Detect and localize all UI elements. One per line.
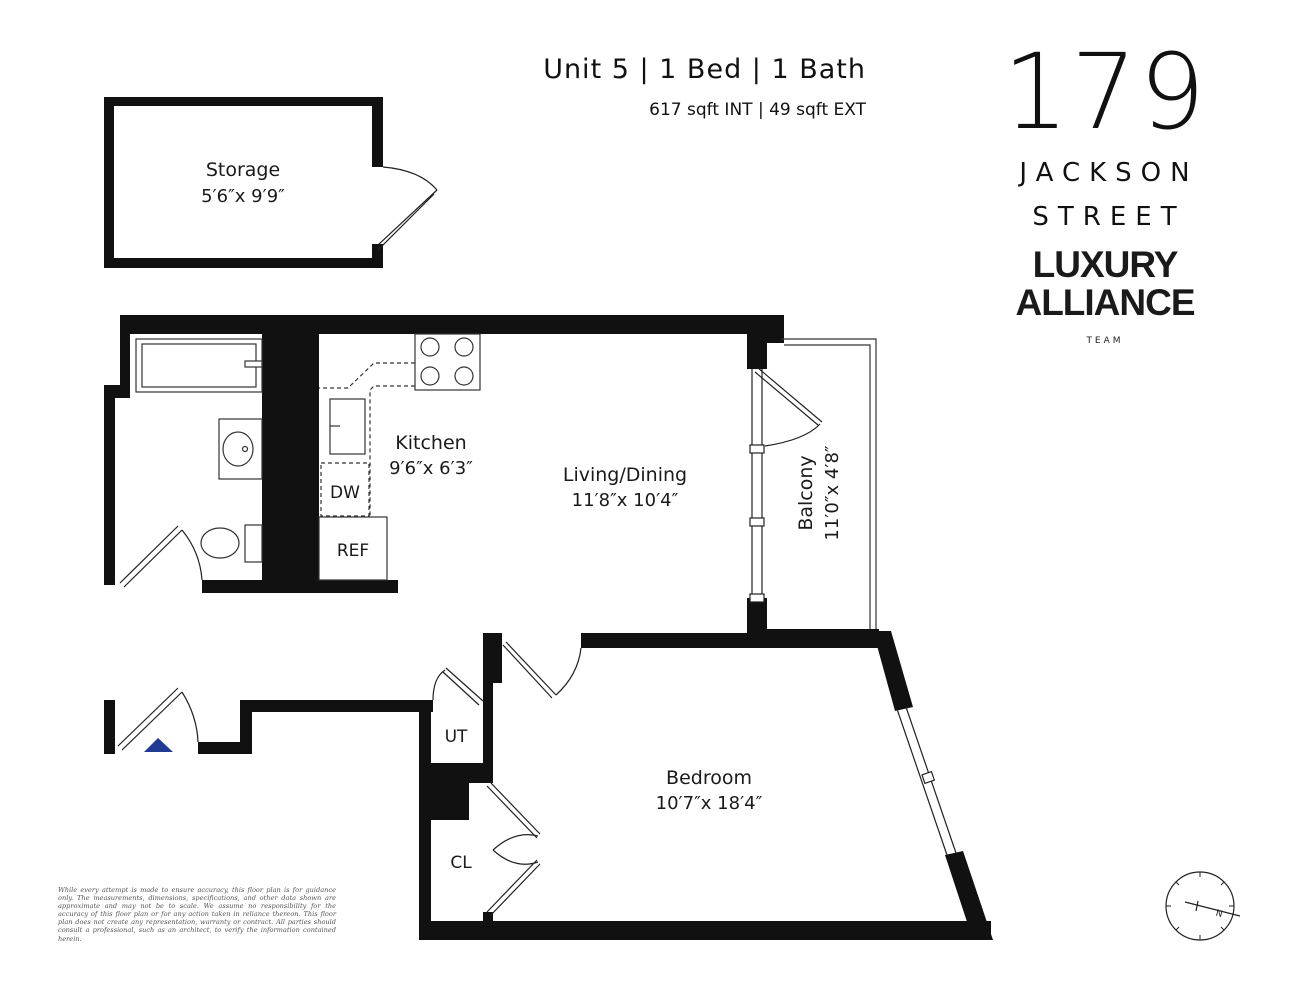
bedroom-label: Bedroom <box>666 767 752 789</box>
bathroom-fixtures <box>135 338 263 563</box>
wall <box>767 315 784 343</box>
wall <box>873 631 913 711</box>
storage-wall <box>372 244 383 268</box>
storage-dims: 5′6″x 9′9″ <box>201 186 285 207</box>
bedroom-window <box>896 706 957 856</box>
kitchen-fixtures <box>318 333 481 581</box>
living-label: Living/Dining <box>563 464 687 486</box>
wall <box>747 334 767 369</box>
balcony-door <box>749 367 823 603</box>
building-number: 179 <box>1002 31 1208 153</box>
street-name-line1: JACKSON <box>1019 158 1199 188</box>
toilet-bowl <box>200 527 240 559</box>
living-dims: 11′8″x 10′4″ <box>572 490 679 511</box>
wall <box>120 315 784 334</box>
wall <box>419 921 991 940</box>
closet-door <box>486 781 541 917</box>
wall <box>945 851 993 940</box>
storage-room: Storage 5′6″x 9′9″ <box>104 97 438 268</box>
wall <box>120 315 130 398</box>
logo-line2: ALLIANCE <box>1015 282 1195 323</box>
entry-door <box>117 687 199 751</box>
disclaimer: While every attempt is made to ensure ac… <box>58 886 336 943</box>
brand-block: 179 JACKSON STREET LUXURY ALLIANCE TEAM <box>1000 40 1210 346</box>
dishwasher <box>320 462 370 517</box>
storage-wall <box>104 97 383 106</box>
wall <box>483 633 493 783</box>
refrigerator <box>318 516 388 581</box>
unit-walls <box>104 315 993 940</box>
ref-label: REF <box>337 541 369 561</box>
storage-door <box>377 166 438 251</box>
wall <box>202 580 398 593</box>
bathroom-door <box>119 525 203 588</box>
wall <box>198 742 252 754</box>
wall <box>581 633 767 648</box>
storage-label: Storage <box>206 159 280 181</box>
storage-wall <box>372 97 383 167</box>
balcony-text: Balcony 11′0″x 4′8″ <box>795 445 843 541</box>
wall <box>431 763 469 820</box>
storage-wall <box>104 97 114 268</box>
wall <box>419 700 431 940</box>
storage-wall <box>104 258 383 268</box>
wall <box>747 629 879 648</box>
bathtub <box>135 338 263 393</box>
compass-north: N <box>1215 909 1224 920</box>
wall <box>104 385 115 585</box>
balcony <box>781 338 877 629</box>
toilet-tank <box>244 524 263 563</box>
unit-area: 617 sqft INT | 49 sqft EXT <box>649 100 866 120</box>
sink <box>218 418 263 480</box>
balcony-label: Balcony <box>795 455 817 530</box>
wall <box>262 315 319 593</box>
kitchen-dims: 9′6″x 6′3″ <box>389 458 473 479</box>
stove <box>414 333 481 391</box>
cl-label: CL <box>450 853 472 873</box>
ut-door <box>432 667 484 706</box>
wall <box>240 700 433 712</box>
dw-label: DW <box>330 483 360 503</box>
logo-line3: TEAM <box>1086 336 1124 346</box>
ut-label: UT <box>445 727 468 747</box>
street-name-line2: STREET <box>1032 202 1186 232</box>
logo-line1: LUXURY <box>1032 244 1179 285</box>
entry-marker <box>144 738 173 752</box>
kitchen-label: Kitchen <box>395 432 466 454</box>
bedroom-dims: 10′7″x 18′4″ <box>656 793 763 814</box>
balcony-dims: 11′0″x 4′8″ <box>822 445 843 541</box>
compass-icon: N <box>1165 871 1241 941</box>
wall <box>104 700 115 754</box>
unit-title: Unit 5 | 1 Bed | 1 Bath <box>543 54 866 85</box>
wall <box>240 700 252 754</box>
bedroom-door <box>502 641 582 699</box>
